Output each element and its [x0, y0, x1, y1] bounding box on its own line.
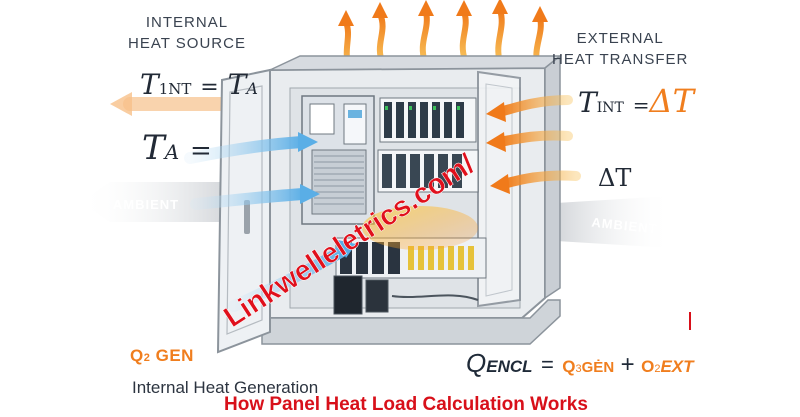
- ambient-arrow-right: [540, 196, 672, 248]
- q-encl-plus: +: [620, 351, 635, 378]
- external-heat-transfer-line1: EXTERNAL: [576, 30, 664, 47]
- tint-symbol: T: [140, 68, 159, 101]
- ambient-right-label: AMBIENT: [591, 215, 658, 237]
- q-gen-subscript: 2: [143, 352, 151, 364]
- q-encl-subscript: ENCL: [486, 357, 533, 376]
- q-encl-term2-label: EXT: [660, 357, 694, 376]
- q-gen-symbol: Q: [130, 346, 144, 365]
- ta-subscript: A: [246, 79, 258, 98]
- q-encl-equals: =: [540, 352, 554, 377]
- formula-tint-equals-delta-t: TINT =ΔT: [578, 82, 694, 120]
- cool-airflow-arrows: [184, 132, 356, 312]
- internal-heat-source-line2: HEAT SOURCE: [128, 35, 246, 52]
- q-encl-term2-symbol: O: [641, 357, 655, 376]
- footer-title: How Panel Heat Load Calculation Works: [224, 394, 588, 415]
- ta-large-symbol: T: [142, 128, 165, 168]
- q-encl-symbol: Q: [466, 348, 487, 378]
- cooling-unit: [301, 95, 375, 225]
- tint-equals: =: [200, 75, 219, 100]
- q-encl-term1-symbol: Q: [562, 357, 576, 376]
- tint-right-symbol: T: [578, 86, 597, 119]
- internal-heat-glow: [362, 206, 478, 250]
- external-heat-in-arrows: [495, 95, 581, 189]
- internal-heat-generation-caption: Internal Heat Generation: [132, 378, 319, 397]
- internal-heat-source-line1: INTERNAL: [145, 14, 229, 31]
- tint-subscript: 1NT: [158, 80, 192, 98]
- formula-ta-equals: TA =: [142, 128, 212, 168]
- delta-t-label: ΔT: [598, 164, 632, 192]
- ta-large-subscript: A: [164, 140, 180, 164]
- ta-symbol: T: [227, 68, 247, 101]
- rising-heat-arrowheads: [338, 0, 548, 26]
- external-heat-transfer-line2: HEAT TRANSFER: [552, 51, 689, 68]
- q-gen-text: GEN: [155, 346, 194, 365]
- tint-right-subscript: INT: [596, 100, 624, 116]
- formula-q-encl: QENCL = Q3GĖN + O2EXT: [466, 348, 694, 379]
- internal-heat-source-caption: INTERNAL HEAT SOURCE: [128, 12, 246, 54]
- ta-large-equals: =: [189, 136, 212, 166]
- q-encl-term1-label: GĖN: [581, 359, 615, 376]
- q-encl-term1-subscript: 3: [575, 363, 582, 375]
- q-gen-label: Q2 GEN: [130, 346, 194, 366]
- external-heat-in-arrowheads: [486, 102, 510, 194]
- ambient-left-label: AMBIENT: [113, 197, 179, 212]
- delta-t-orange: ΔT: [649, 82, 694, 120]
- left-door: [216, 68, 271, 354]
- formula-tint-equals-ta: T1NT = TA: [140, 68, 258, 101]
- tint-right-equals: =: [632, 93, 650, 117]
- ambient-arrow-left: [80, 182, 250, 222]
- q-encl-term2-subscript: 2: [654, 363, 661, 375]
- external-heat-transfer-caption: EXTERNAL HEAT TRANSFER: [552, 28, 688, 70]
